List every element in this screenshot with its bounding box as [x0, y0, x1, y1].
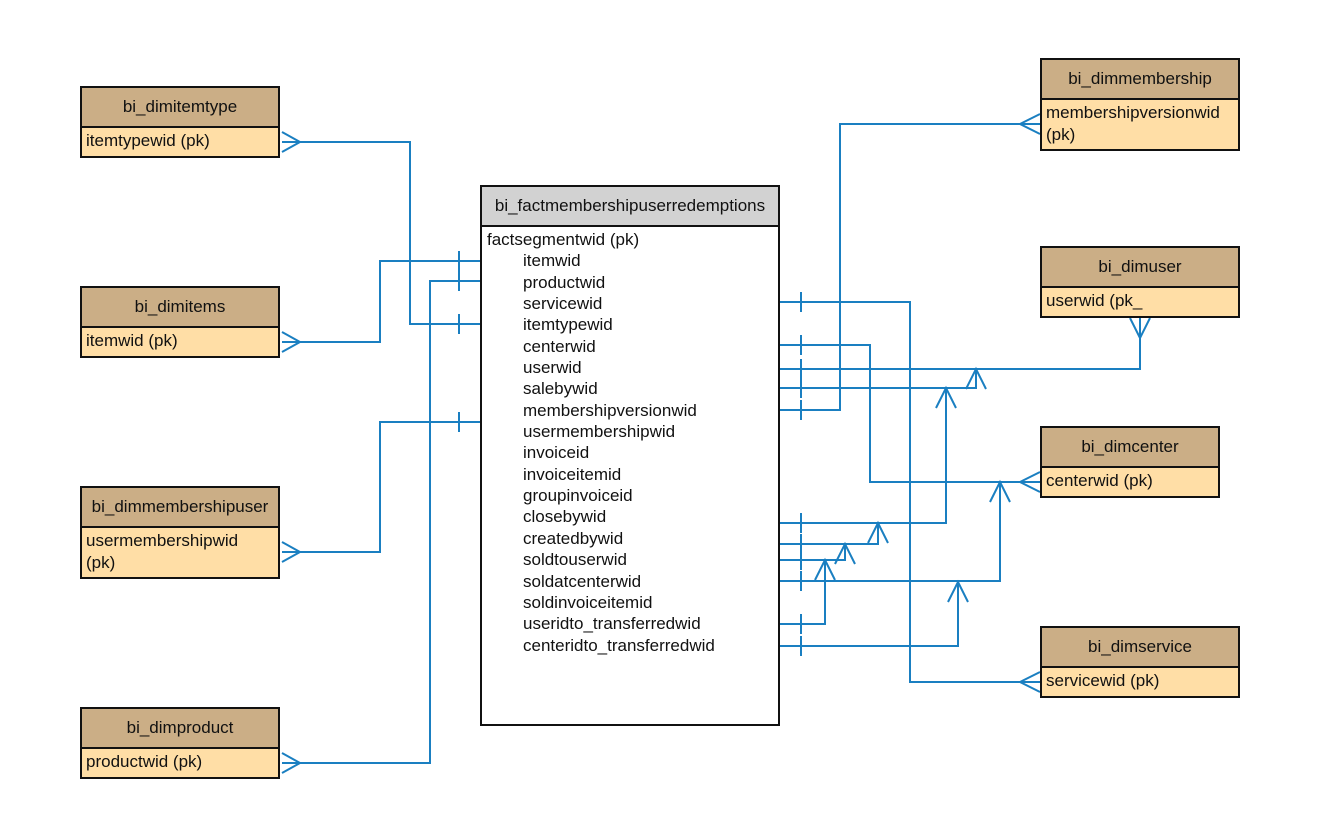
field-itemwid: itemwid: [523, 251, 581, 271]
field-itemtypewid: itemtypewid: [523, 315, 613, 335]
primary-key-field: factsegmentwid (pk): [487, 230, 640, 249]
field-membershipversionwid: membershipversionwid: [523, 400, 697, 420]
entity-key: itemtypewid (pk): [86, 131, 210, 150]
entity-key: membershipversionwid (pk): [1046, 103, 1220, 144]
field-soldinvoiceitemid: soldinvoiceitemid: [523, 592, 653, 612]
link-membershipuser: [281, 412, 480, 563]
entity-title: bi_factmembershipuserredemptions: [482, 187, 778, 227]
link-product: [281, 271, 480, 774]
field-groupinvoiceid: groupinvoiceid: [523, 486, 633, 506]
entity-dimproduct[interactable]: bi_dimproduct productwid (pk): [80, 707, 280, 779]
field-centeridto-transferredwid: centeridto_transferredwid: [523, 635, 715, 655]
link-service: [780, 292, 1041, 693]
entity-dimmembership[interactable]: bi_dimmembership membershipversionwid (p…: [1040, 58, 1240, 151]
entity-title: bi_dimitemtype: [82, 88, 278, 128]
field-invoiceitemid: invoiceitemid: [523, 464, 622, 484]
entity-dimservice[interactable]: bi_dimservice servicewid (pk): [1040, 626, 1240, 698]
entity-key: centerwid (pk): [1046, 471, 1153, 490]
field-productwid: productwid: [523, 272, 606, 292]
entity-title: bi_dimmembership: [1042, 60, 1238, 100]
entity-dimitems[interactable]: bi_dimitems itemwid (pk): [80, 286, 280, 358]
entity-dimmembershipuser[interactable]: bi_dimmembershipuser usermembershipwid (…: [80, 486, 280, 579]
field-servicewid: servicewid: [523, 294, 603, 314]
entity-title: bi_dimuser: [1042, 248, 1238, 288]
entity-dimcenter[interactable]: bi_dimcenter centerwid (pk): [1040, 426, 1220, 498]
entity-title: bi_dimmembershipuser: [82, 488, 278, 528]
entity-key: servicewid (pk): [1046, 671, 1160, 690]
entity-key: userwid (pk_: [1046, 291, 1143, 310]
link-user: [780, 317, 1151, 379]
entity-key: productwid (pk): [86, 752, 203, 771]
link-center-sold: [780, 479, 1011, 591]
field-userwid: userwid: [523, 358, 582, 378]
field-centerwid: centerwid: [523, 336, 596, 356]
field-invoiceid: invoiceid: [523, 443, 590, 463]
link-center: [780, 335, 1041, 493]
field-salebywid: salebywid: [523, 379, 598, 399]
link-user-closeby: [780, 385, 957, 533]
entity-key: itemwid (pk): [86, 331, 178, 350]
link-user-soldto: [780, 541, 856, 570]
field-usermembershipwid: usermembershipwid: [523, 422, 676, 442]
entity-dimuser[interactable]: bi_dimuser userwid (pk_: [1040, 246, 1240, 318]
field-createdbywid: createdbywid: [523, 528, 624, 548]
field-soldtouserwid: soldtouserwid: [523, 550, 627, 570]
link-membership: [780, 113, 1041, 420]
entity-title: bi_dimcenter: [1042, 428, 1218, 468]
link-itemtype: [281, 131, 480, 334]
link-center-transfer: [780, 579, 969, 656]
fact-table-membershipuserredemptions[interactable]: bi_factmembershipuserredemptions factseg…: [480, 185, 780, 726]
field-closebywid: closebywid: [523, 507, 607, 527]
link-user-transfer: [780, 557, 836, 634]
entity-key: usermembershipwid (pk): [86, 531, 239, 572]
entity-title: bi_dimservice: [1042, 628, 1238, 668]
link-user-createdby: [780, 520, 889, 554]
entity-dimitemtype[interactable]: bi_dimitemtype itemtypewid (pk): [80, 86, 280, 158]
field-soldatcenterwid: soldatcenterwid: [523, 571, 642, 591]
entity-title: bi_dimitems: [82, 288, 278, 328]
link-user-saleby: [780, 366, 987, 398]
field-useridto-transferredwid: useridto_transferredwid: [523, 614, 701, 634]
entity-title: bi_dimproduct: [82, 709, 278, 749]
link-items: [281, 251, 480, 353]
